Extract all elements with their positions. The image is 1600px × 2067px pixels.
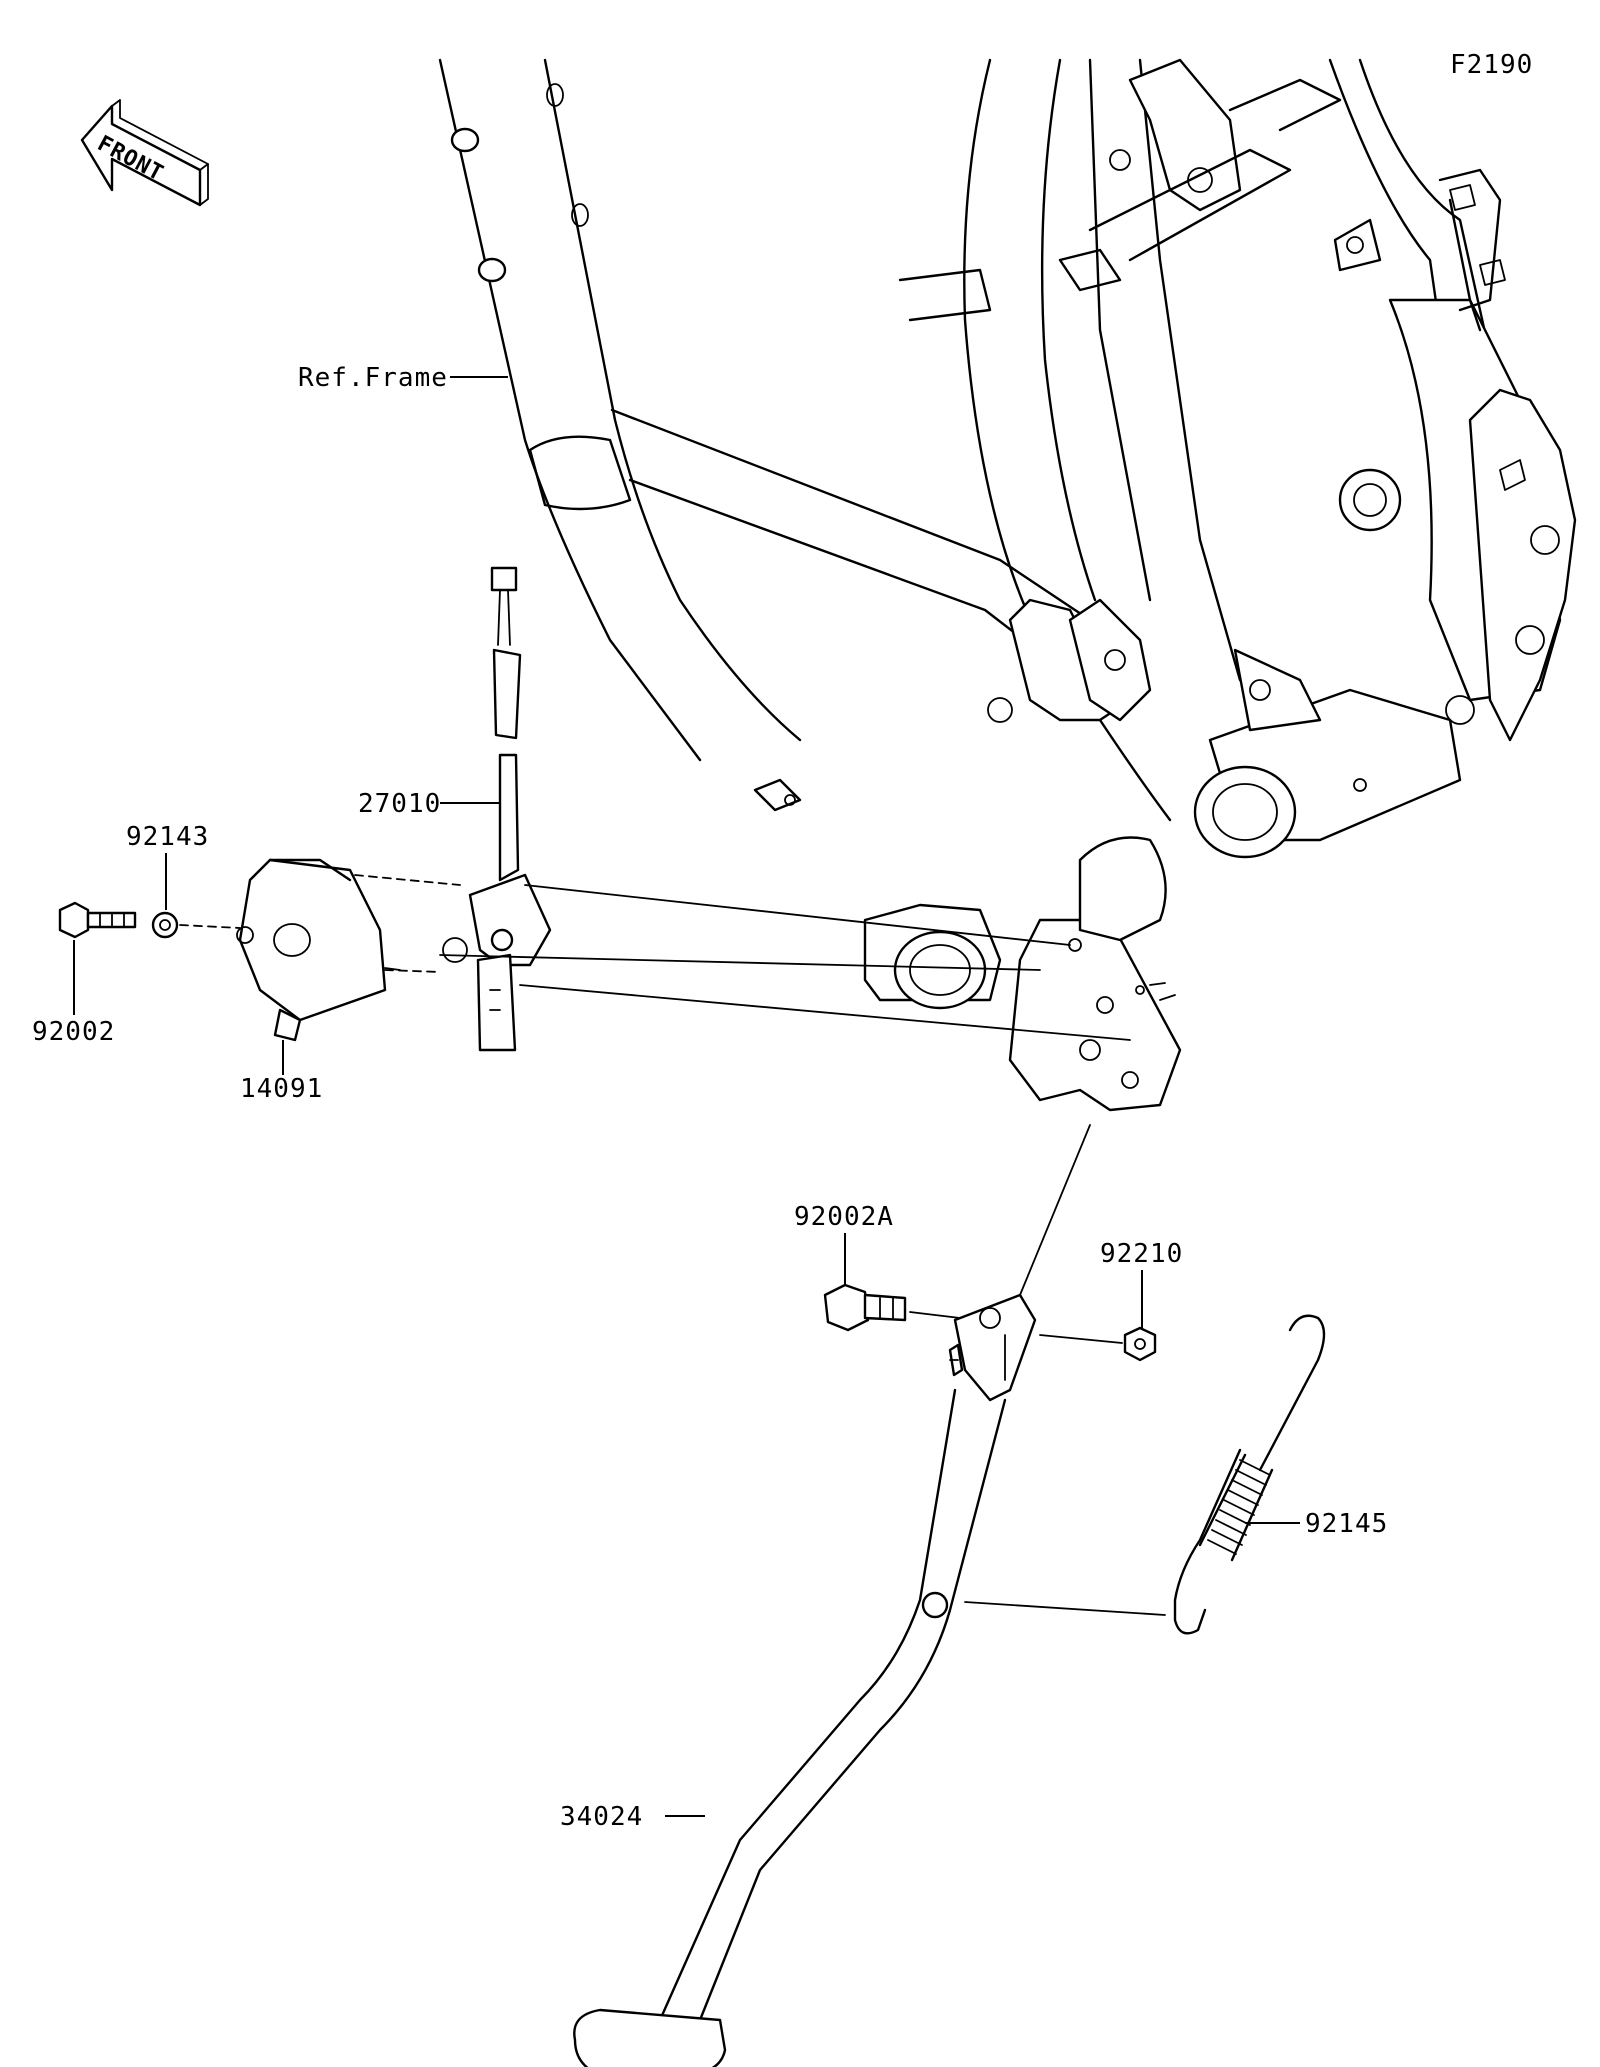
part-92143-washer (151, 911, 179, 939)
part-14091-switch-cover (236, 858, 401, 1042)
label-34024: 34024 (560, 1802, 643, 1832)
frame-illustration (438, 58, 1577, 1112)
part-34024-side-stand (573, 1293, 1037, 2067)
front-arrow-icon: FRONT (80, 99, 209, 207)
part-92002a-bolt (823, 1283, 907, 1332)
label-14091: 14091 (240, 1074, 323, 1104)
part-92210-nut (1123, 1326, 1157, 1362)
label-92210: 92210 (1100, 1239, 1183, 1269)
part-92145-spring (1173, 1314, 1326, 1635)
label-92002: 92002 (32, 1017, 115, 1047)
label-ref-frame: Ref.Frame (298, 363, 448, 393)
label-92002a: 92002A (794, 1202, 894, 1232)
diagram-code: F2190 (1450, 50, 1533, 80)
part-92002-bolt (58, 901, 137, 939)
label-27010: 27010 (358, 789, 441, 819)
label-92145: 92145 (1305, 1509, 1388, 1539)
part-27010-side-stand-switch (442, 566, 552, 1052)
label-92143: 92143 (126, 822, 209, 852)
